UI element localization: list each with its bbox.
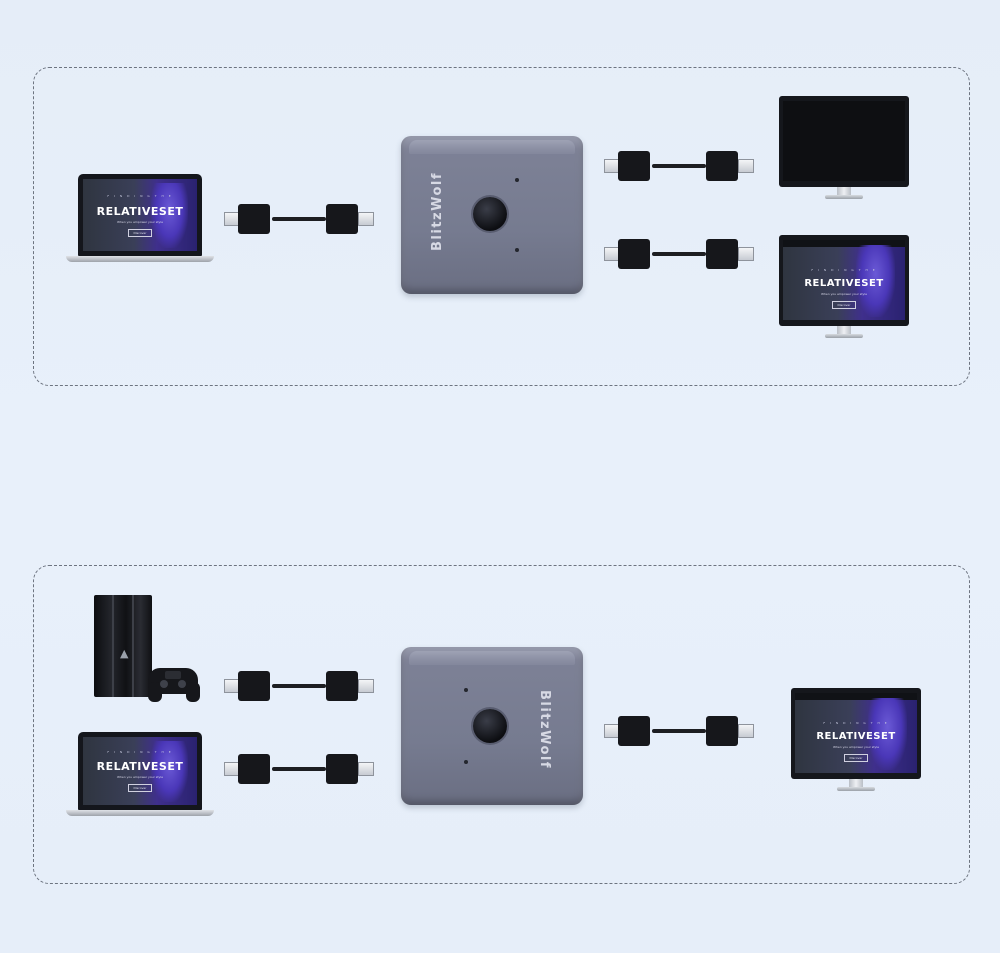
site-brand-name: RELATIVESET	[816, 731, 896, 742]
website-preview: F I N D I N G T H E RELATIVESET When you…	[783, 240, 905, 320]
hdmi-switch: BlitzWolf	[401, 136, 583, 294]
hdmi-cable-icon	[604, 151, 754, 181]
site-top-label: F I N D I N G T H E	[107, 194, 173, 198]
site-cta-button: Discover	[128, 784, 152, 792]
switch-button-icon	[473, 197, 507, 231]
site-top-label: F I N D I N G T H E	[107, 750, 173, 754]
site-tagline: When you empower your style	[117, 220, 163, 224]
website-preview: F I N D I N G T H E RELATIVESET When you…	[83, 179, 197, 251]
switch-brand-label: BlitzWolf	[537, 690, 552, 770]
site-top-label: F I N D I N G T H E	[811, 268, 877, 272]
site-brand-name: RELATIVESET	[96, 760, 184, 773]
hdmi-switch: BlitzWolf	[401, 647, 583, 805]
laptop-icon: F I N D I N G T H E RELATIVESET When you…	[66, 174, 214, 264]
site-brand-name: RELATIVESET	[804, 278, 884, 289]
hdmi-cable-icon	[604, 716, 754, 746]
site-cta-button: Discover	[832, 301, 856, 309]
monitor-icon: F I N D I N G T H E RELATIVESET When you…	[779, 235, 909, 341]
game-console-icon: ▲	[94, 595, 152, 697]
console-logo-icon: ▲	[120, 647, 129, 660]
monitor-icon	[779, 96, 909, 202]
laptop-icon: F I N D I N G T H E RELATIVESET When you…	[66, 732, 214, 822]
hdmi-cable-icon	[224, 754, 374, 784]
led-indicator	[515, 178, 519, 182]
switch-mode-panel	[33, 565, 970, 884]
switch-brand-label: BlitzWolf	[430, 171, 445, 251]
led-indicator	[515, 248, 519, 252]
controller-icon	[148, 668, 200, 702]
site-top-label: F I N D I N G T H E	[823, 721, 889, 725]
monitor-icon: F I N D I N G T H E RELATIVESET When you…	[791, 688, 921, 794]
website-preview: F I N D I N G T H E RELATIVESET When you…	[795, 693, 917, 773]
hdmi-cable-icon	[224, 671, 374, 701]
site-tagline: When you empower your style	[821, 292, 867, 296]
led-indicator	[464, 688, 468, 692]
site-cta-button: Discover	[128, 229, 152, 237]
site-tagline: When you empower your style	[833, 745, 879, 749]
hdmi-cable-icon	[604, 239, 754, 269]
hdmi-cable-icon	[224, 204, 374, 234]
led-indicator	[464, 760, 468, 764]
site-cta-button: Discover	[844, 754, 868, 762]
switch-button-icon	[473, 709, 507, 743]
site-brand-name: RELATIVESET	[96, 205, 184, 218]
website-preview: F I N D I N G T H E RELATIVESET When you…	[83, 737, 197, 805]
blank-screen	[783, 101, 905, 181]
site-tagline: When you empower your style	[117, 775, 163, 779]
laptop-screen: F I N D I N G T H E RELATIVESET When you…	[78, 732, 202, 810]
laptop-screen: F I N D I N G T H E RELATIVESET When you…	[78, 174, 202, 256]
split-mode-panel	[33, 67, 970, 386]
